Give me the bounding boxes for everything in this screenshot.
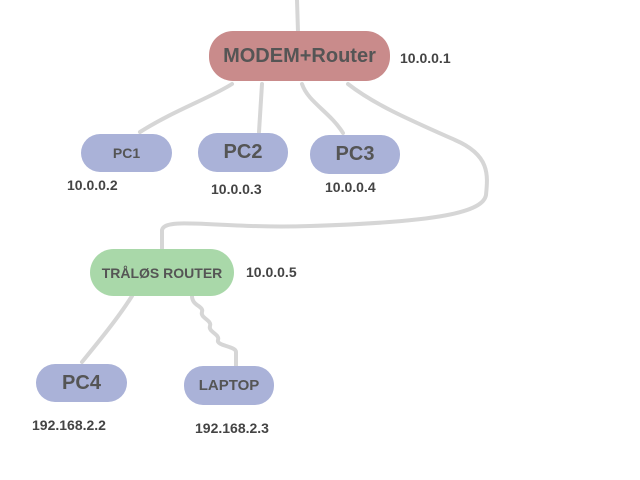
pc3-ip: 10.0.0.4 xyxy=(325,179,376,195)
wireless-router-label: TRÅLØS ROUTER xyxy=(101,264,223,281)
pc1-ip: 10.0.0.2 xyxy=(67,177,118,193)
link-modem-pc2 xyxy=(257,82,264,134)
link-wireless-router-laptop xyxy=(190,294,238,368)
pc2-node[interactable]: PC2 xyxy=(198,133,288,172)
link-wireless-router-pc4 xyxy=(80,294,134,364)
link-modem-pc3 xyxy=(300,82,345,135)
modem-router-ip: 10.0.0.1 xyxy=(400,50,451,66)
pc4-ip: 192.168.2.2 xyxy=(32,417,106,433)
link-modem-wireless-router xyxy=(160,82,489,251)
pc3-node[interactable]: PC3 xyxy=(310,135,400,174)
link-uplink xyxy=(295,0,300,34)
laptop-node[interactable]: LAPTOP xyxy=(184,366,274,405)
wireless-router-ip: 10.0.0.5 xyxy=(246,264,297,280)
pc4-node[interactable]: PC4 xyxy=(36,364,127,402)
pc1-label: PC1 xyxy=(112,145,141,161)
pc1-node[interactable]: PC1 xyxy=(81,134,172,172)
link-modem-pc1 xyxy=(138,82,234,134)
pc2-ip: 10.0.0.3 xyxy=(211,181,262,197)
pc2-label: PC2 xyxy=(223,141,263,163)
pc3-label: PC3 xyxy=(335,143,375,165)
modem-router-label: MODEM+Router xyxy=(223,44,376,67)
modem-router-node[interactable]: MODEM+Router xyxy=(209,31,390,81)
laptop-label: LAPTOP xyxy=(198,377,260,394)
pc4-label: PC4 xyxy=(62,371,101,394)
wireless-router-node[interactable]: TRÅLØS ROUTER xyxy=(90,249,234,296)
laptop-ip: 192.168.2.3 xyxy=(195,420,269,436)
